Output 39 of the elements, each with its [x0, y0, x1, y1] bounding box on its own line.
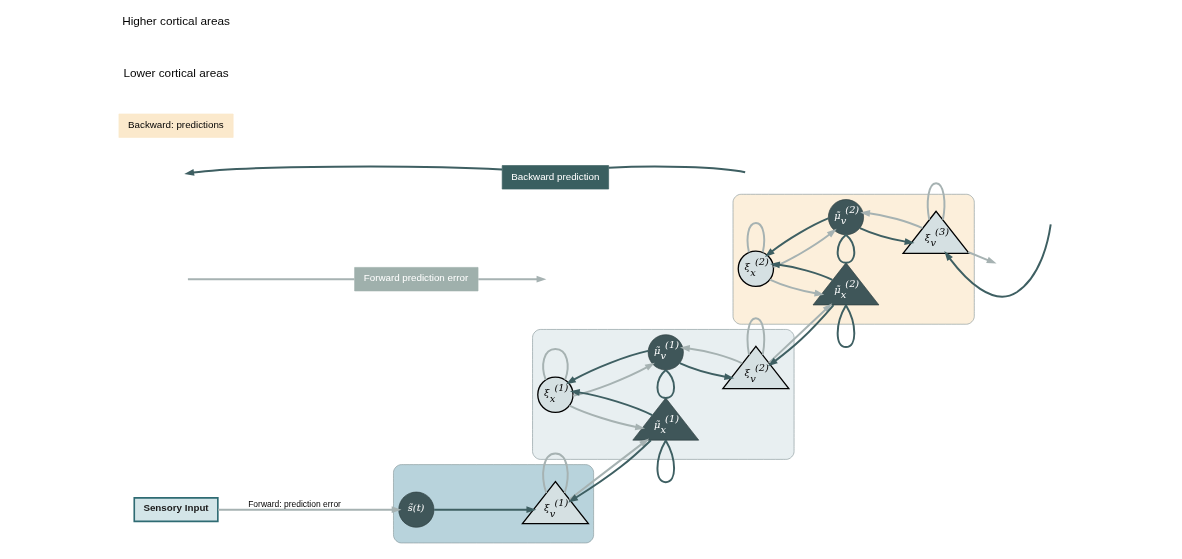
arrow	[967, 251, 997, 264]
arrow	[217, 506, 402, 514]
connector	[656, 368, 676, 399]
node-box: Forward prediction error	[354, 267, 479, 292]
connector	[836, 304, 856, 349]
arrow	[568, 404, 645, 431]
arrow	[944, 223, 1052, 298]
arrow	[678, 362, 735, 381]
connector	[746, 222, 766, 254]
arrow	[679, 345, 744, 365]
connector	[542, 452, 569, 494]
cluster	[532, 329, 795, 460]
arrow	[566, 349, 650, 385]
arrow	[477, 275, 547, 283]
node-box: Sensory Input	[133, 497, 219, 523]
label: Lower cortical areas	[123, 66, 229, 80]
node-box: Backward: predictions	[118, 113, 234, 138]
edge-label: Forward: prediction error	[248, 499, 341, 510]
arrow	[764, 217, 830, 258]
arrow	[569, 389, 654, 417]
cluster	[732, 193, 975, 325]
node-box: Backward prediction	[501, 165, 609, 190]
arrow	[184, 165, 504, 176]
arrow	[858, 227, 915, 245]
label: Higher cortical areas	[122, 14, 230, 28]
arrow	[860, 209, 924, 230]
connector	[656, 439, 676, 484]
connector	[746, 317, 766, 356]
arrow	[768, 278, 825, 297]
connector	[836, 233, 856, 264]
arrow	[772, 228, 837, 269]
arrow	[433, 506, 537, 514]
connector	[926, 182, 946, 221]
arrow	[572, 362, 655, 397]
connector	[607, 165, 747, 174]
connector	[186, 278, 356, 281]
connector	[542, 348, 569, 381]
arrow	[770, 261, 834, 281]
node-circle: s̃(t)	[398, 491, 435, 528]
